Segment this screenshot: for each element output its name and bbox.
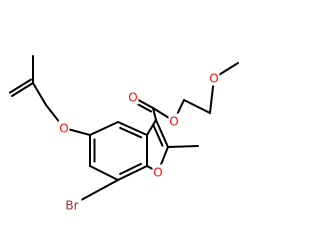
atom-ether-oxygen-text: O xyxy=(209,72,218,86)
bond-ring-3-inner xyxy=(119,162,142,175)
atom-bromine: Br xyxy=(62,197,82,213)
atom-aryl-ether-oxygen-text: O xyxy=(59,122,68,136)
structure-diagram: O O O O O Br xyxy=(8,55,239,213)
atom-aryl-ether-oxygen: O xyxy=(58,120,70,136)
bond-methyl xyxy=(167,145,199,148)
atom-carbonyl-oxygen: O xyxy=(127,89,139,105)
bond-ring-4 xyxy=(89,165,119,181)
atom-carbonyl-oxygen-text: O xyxy=(128,91,137,105)
bond-ethyl xyxy=(183,99,211,114)
molecule-structure: O O O O O Br xyxy=(8,55,239,213)
atom-ester-oxygen-text: O xyxy=(169,115,178,129)
atom-ester-oxygen: O xyxy=(168,113,180,129)
bond-alkene-2 xyxy=(8,78,32,94)
atom-furan-oxygen-text: O xyxy=(153,166,162,180)
atom-furan-oxygen: O xyxy=(152,164,164,180)
atom-ether-oxygen: O xyxy=(208,70,220,86)
bond-ring-1 xyxy=(117,121,148,136)
bond-allyl-2 xyxy=(32,82,47,106)
bond-furan-2 xyxy=(155,119,169,148)
atom-bromine-text: Br xyxy=(65,199,78,213)
bond-ring-3 xyxy=(117,165,148,181)
bond-furan-2-inner xyxy=(152,124,164,147)
bond-furan-1 xyxy=(146,119,157,136)
bond-ring-1-inner xyxy=(119,126,143,139)
bond-ring-6 xyxy=(89,121,119,136)
bond-alkene xyxy=(11,82,34,97)
bond-ester-1 xyxy=(152,107,157,121)
